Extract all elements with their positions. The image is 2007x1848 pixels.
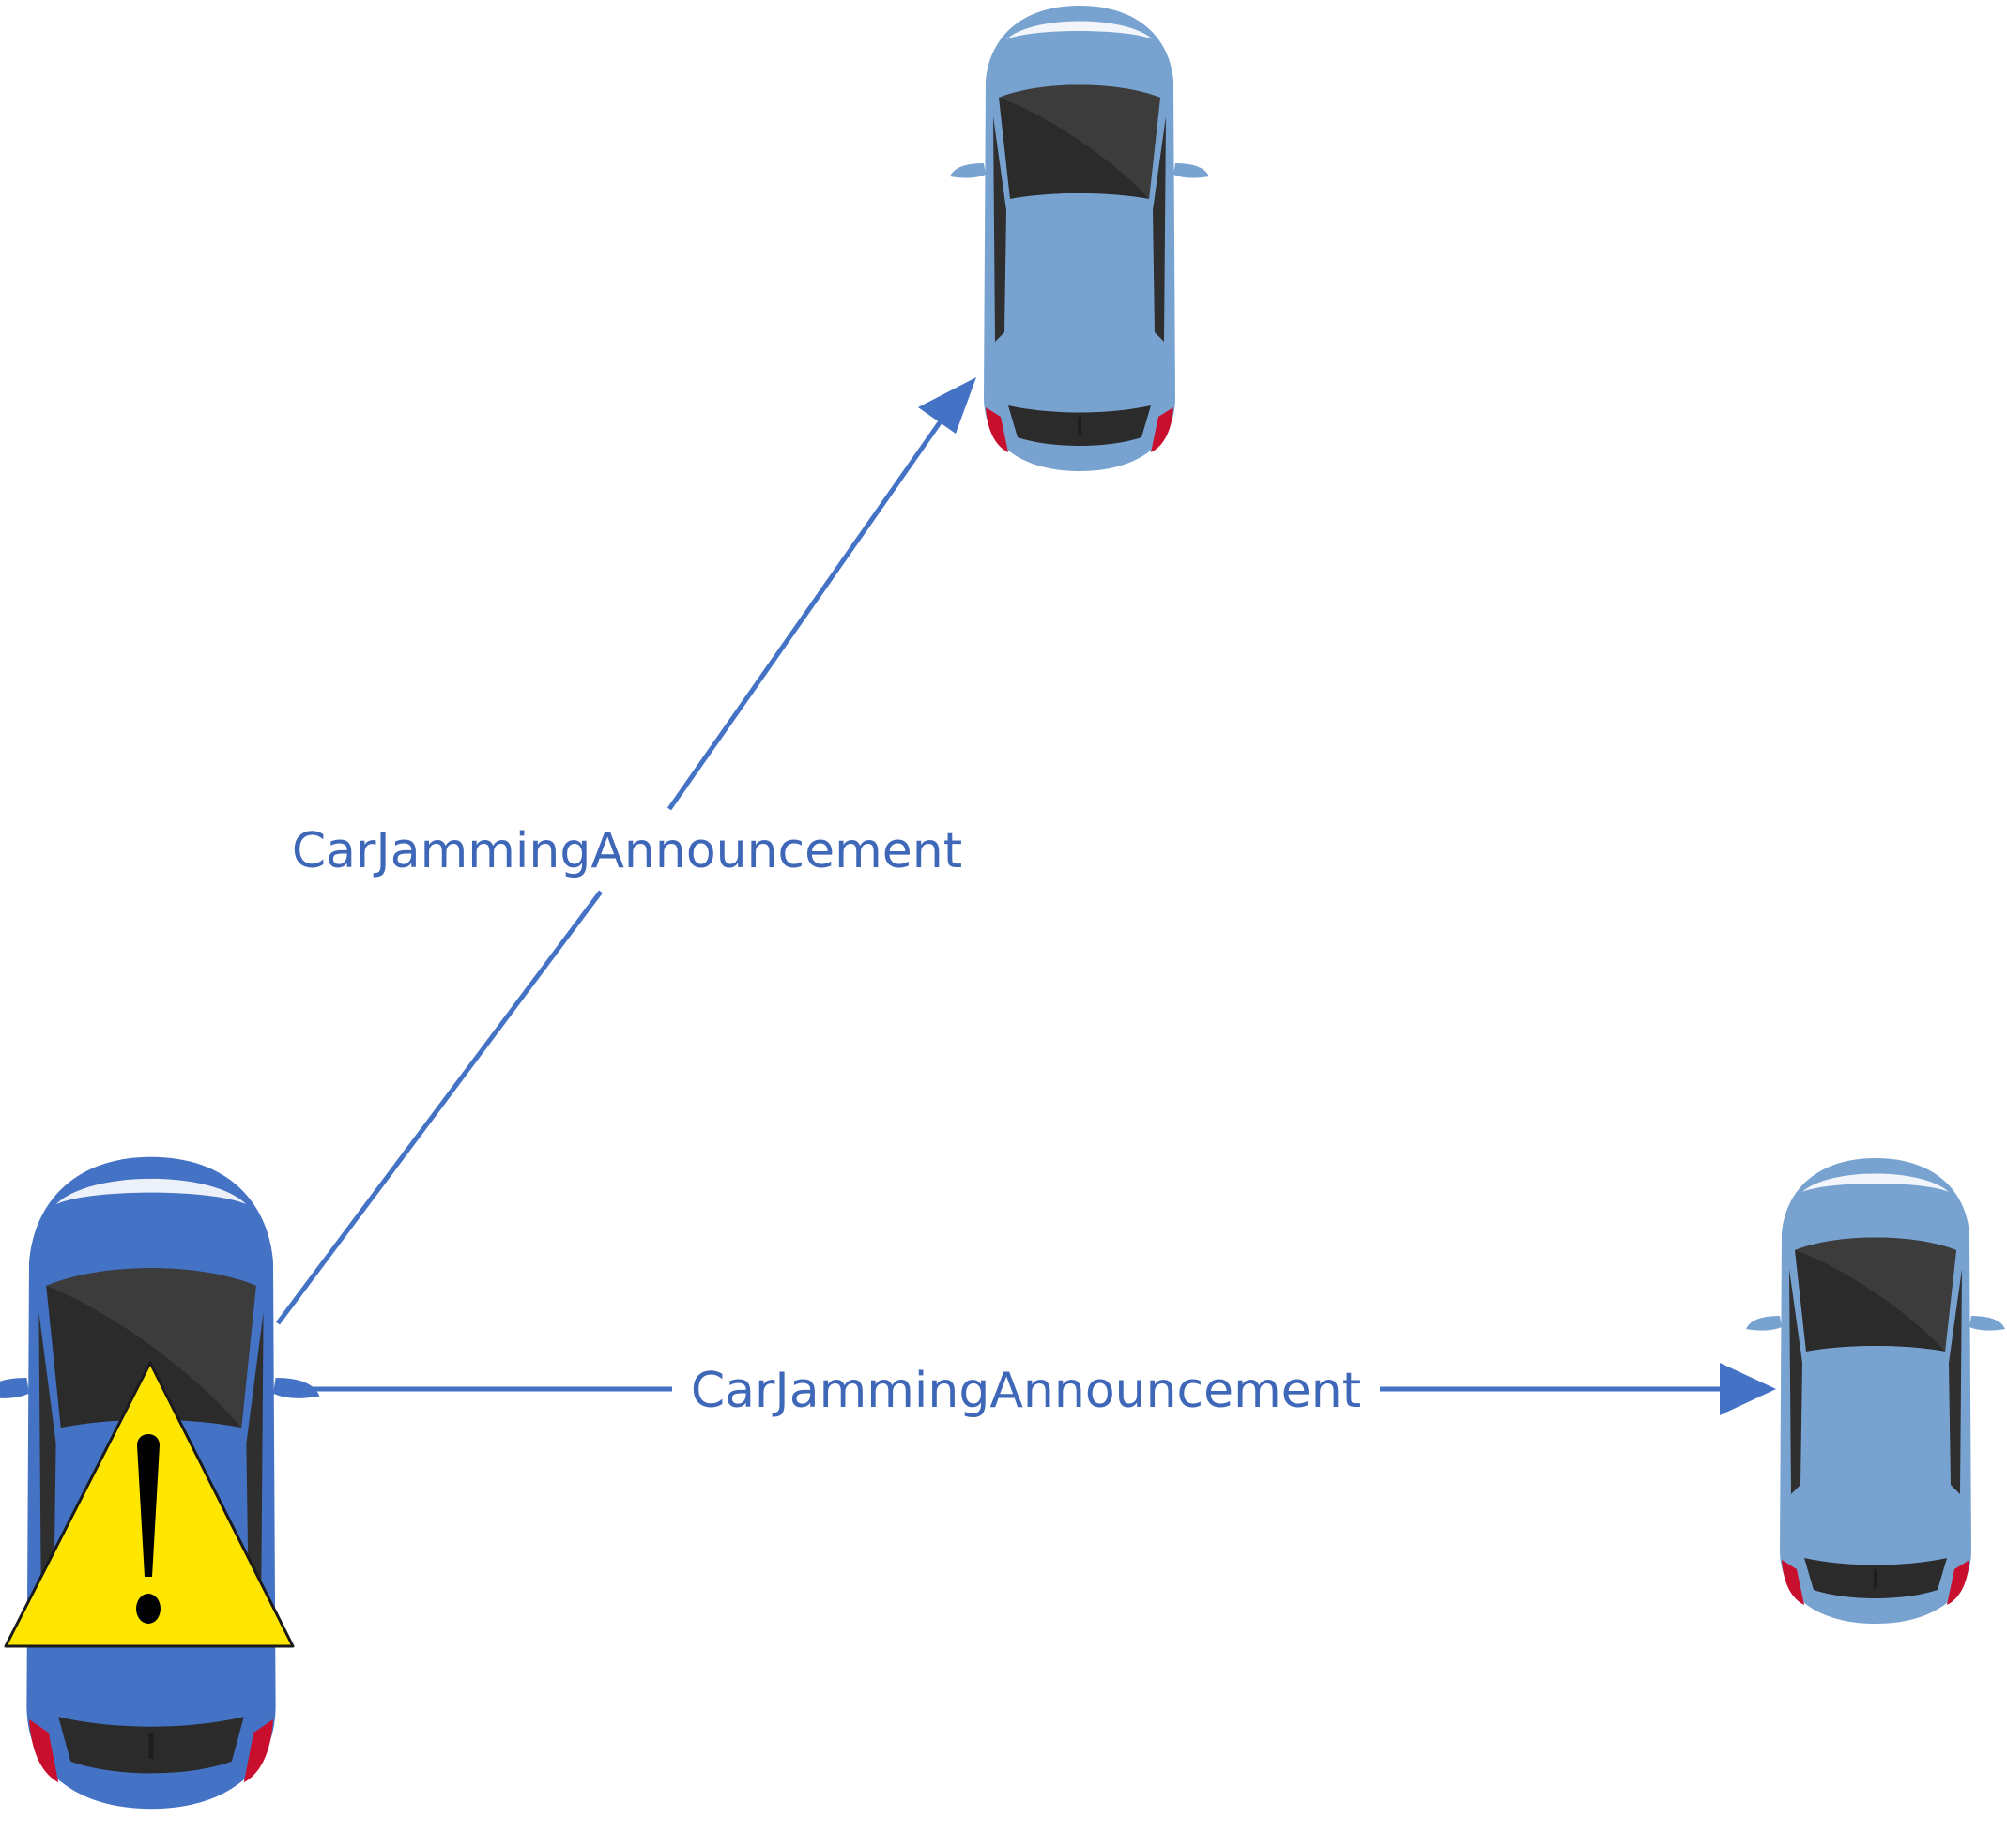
edge-label-right-car: CarJammingAnnouncement — [691, 1363, 1361, 1419]
edge-label-top-car: CarJammingAnnouncement — [292, 823, 962, 879]
arrowhead-right-car — [1720, 1363, 1776, 1415]
arrow-to-top-car-segment-1 — [275, 890, 604, 1325]
arrowhead-top-car — [918, 377, 976, 434]
receiver-car-right — [1746, 1158, 2005, 1624]
car-top-view-icon — [1746, 1158, 2005, 1624]
car-top-view-icon — [950, 6, 1209, 471]
arrow-to-top-car-segment-2 — [666, 417, 945, 811]
receiver-car-top — [950, 6, 1209, 471]
warning-triangle-icon — [4, 1361, 295, 1648]
